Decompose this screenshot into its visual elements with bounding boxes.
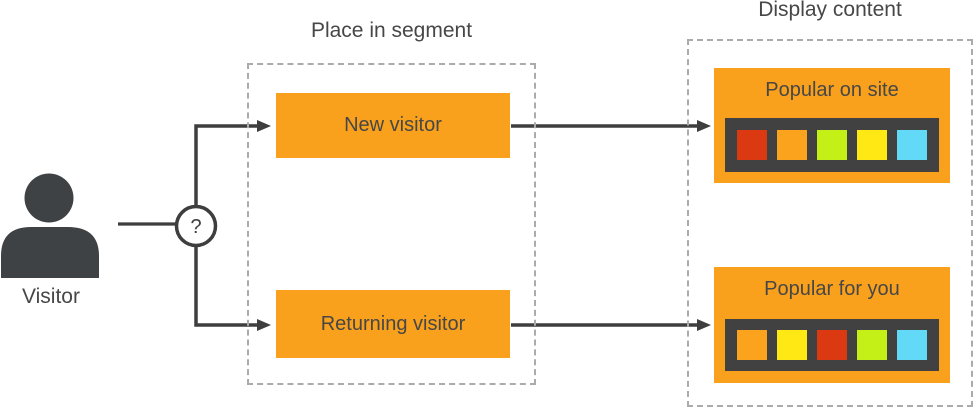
content-tile	[897, 130, 927, 160]
content-tile	[777, 330, 807, 360]
display-group-title: Display content	[758, 0, 902, 21]
display-group-frame	[687, 39, 973, 407]
decision-question-mark: ?	[190, 216, 201, 238]
content-tile	[857, 130, 887, 160]
segment-box-new-visitor-label: New visitor	[344, 114, 442, 136]
content-tile-strip	[725, 118, 939, 172]
visitor-label: Visitor	[22, 285, 80, 308]
display-card-popular-on-site-title: Popular on site	[765, 79, 899, 101]
content-tile	[857, 330, 887, 360]
segment-group-title: Place in segment	[310, 19, 473, 42]
display-card-popular-on-site: Popular on site	[714, 68, 950, 183]
content-tile-strip	[725, 319, 939, 371]
visitor-person-icon	[1, 173, 99, 278]
content-tile	[817, 130, 847, 160]
content-tile	[817, 330, 847, 360]
display-card-popular-for-you-title: Popular for you	[764, 278, 900, 300]
content-tile	[897, 330, 927, 360]
display-card-popular-for-you: Popular for you	[714, 267, 950, 383]
segment-box-returning-visitor: Returning visitor	[276, 290, 510, 358]
content-tile	[737, 330, 767, 360]
segment-box-new-visitor: New visitor	[276, 93, 510, 158]
content-tile	[777, 130, 807, 160]
content-tile	[737, 130, 767, 160]
segment-box-returning-visitor-label: Returning visitor	[320, 312, 466, 335]
decision-circle	[174, 204, 218, 248]
segment-group-frame	[247, 63, 536, 385]
